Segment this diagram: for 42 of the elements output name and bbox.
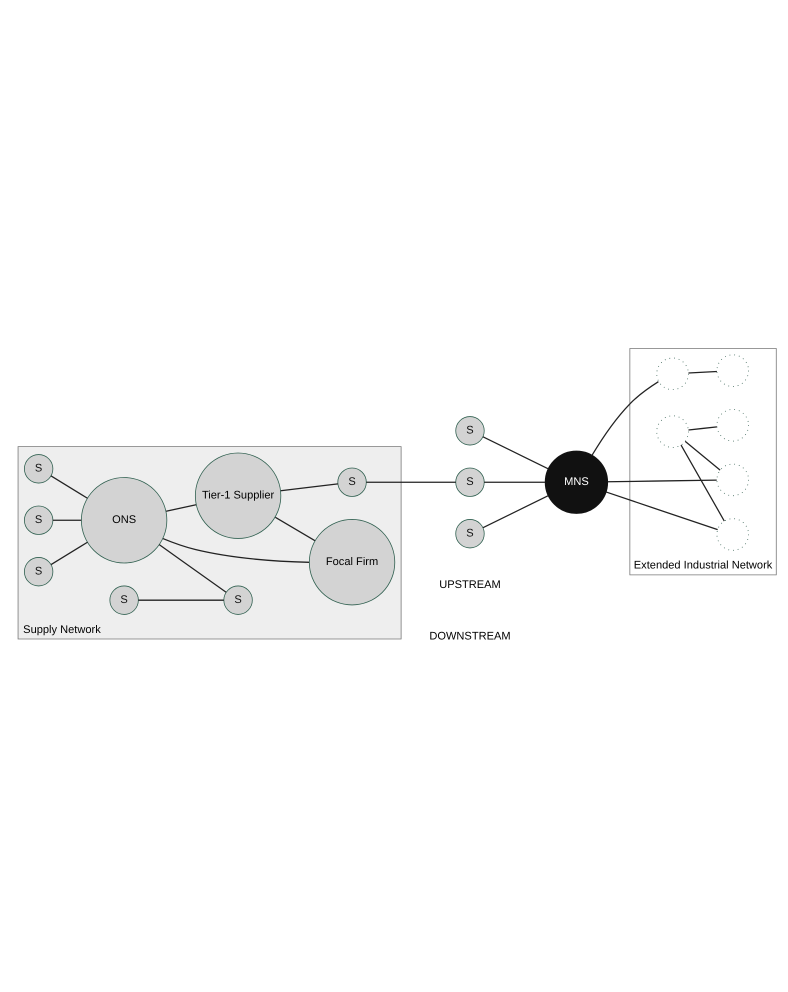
node-circle xyxy=(716,518,749,550)
node-circle: S xyxy=(455,467,485,496)
connector xyxy=(606,490,718,530)
node-circle xyxy=(656,357,689,390)
node-circle: S xyxy=(24,505,54,534)
connector xyxy=(50,541,88,565)
connector xyxy=(50,474,88,498)
connector xyxy=(482,494,548,528)
connector xyxy=(688,426,717,430)
connector xyxy=(166,504,196,512)
label: UPSTREAM xyxy=(439,578,501,591)
connector xyxy=(688,370,717,374)
connector xyxy=(162,538,310,562)
connector xyxy=(482,436,548,469)
node-circle: S xyxy=(337,467,367,496)
connector xyxy=(484,481,546,482)
label: DOWNSTREAM xyxy=(429,630,511,642)
connector xyxy=(608,478,717,482)
node-circle: S xyxy=(455,416,485,445)
node-circle xyxy=(656,414,689,448)
connector xyxy=(138,599,224,600)
connector xyxy=(684,440,721,470)
connector xyxy=(275,516,316,541)
node-circle: Tier-1 Supplier xyxy=(194,452,282,538)
node-circle: MNS xyxy=(544,450,608,514)
connector xyxy=(366,481,456,482)
connector xyxy=(680,444,725,521)
node-circle: ONS xyxy=(80,476,168,563)
cluster: Extended Industrial Network xyxy=(629,348,777,575)
node-circle: S xyxy=(455,518,485,548)
node-circle: S xyxy=(24,556,54,586)
node-circle: S xyxy=(223,585,253,614)
node-circle xyxy=(716,408,749,441)
connector xyxy=(592,380,659,455)
node-circle xyxy=(716,354,749,386)
connector xyxy=(52,519,82,520)
node-circle: Focal Firm xyxy=(308,518,396,605)
node-circle: S xyxy=(109,585,139,614)
connector xyxy=(158,544,226,592)
node-circle: S xyxy=(24,454,54,483)
node-circle xyxy=(716,463,749,496)
connector xyxy=(280,482,338,491)
